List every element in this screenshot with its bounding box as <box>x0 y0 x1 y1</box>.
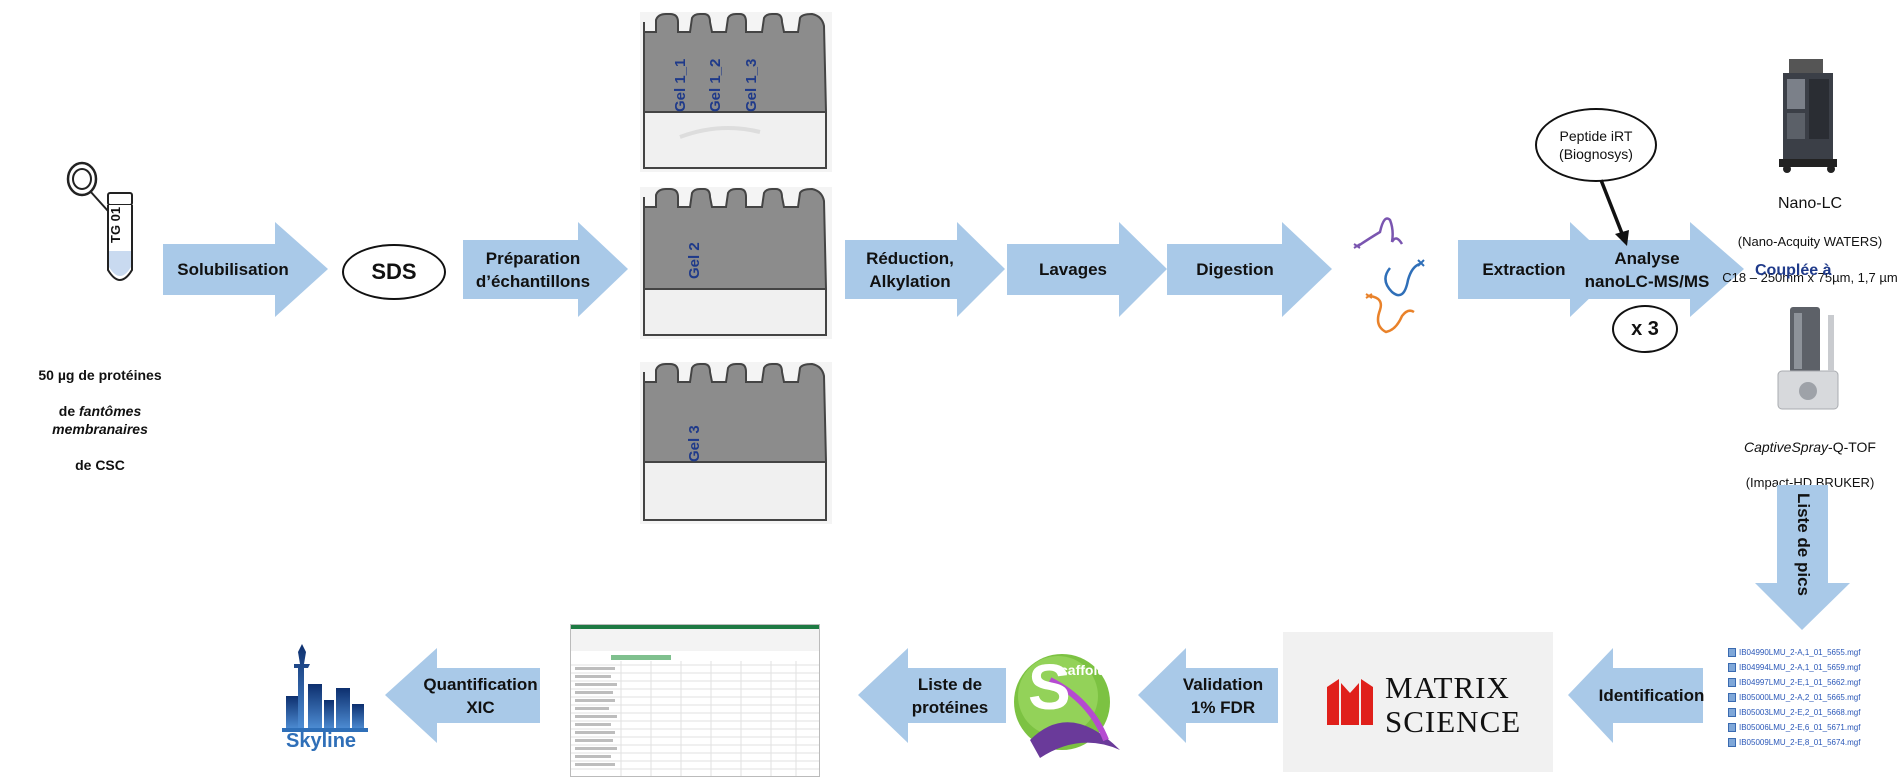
gel-3: Gel 3 <box>640 362 832 524</box>
qtof-instrument <box>1772 305 1844 415</box>
validation-label: Validation 1% FDR <box>1182 674 1264 717</box>
file-icon <box>1728 693 1736 702</box>
sample-caption-line2: de fantômes membranaires <box>10 402 190 438</box>
sample-tube: TG 01 <box>60 155 140 330</box>
peptides-icon <box>1350 208 1440 343</box>
file-icon <box>1728 723 1736 732</box>
arrow-lavages: Lavages <box>1007 222 1167 317</box>
qtof-italic: CaptiveSpray <box>1743 439 1829 455</box>
reduction-label: Réduction, Alkylation <box>866 248 954 291</box>
tube-label: TG 01 <box>108 206 123 243</box>
file-row: IB04994LMU_2-A,1_01_5659.mgf <box>1728 660 1860 675</box>
arrow-liste-proteines: Liste de protéines <box>858 648 1006 743</box>
identification-label: Identification <box>1598 686 1705 705</box>
nanolc-sub2: C18 – 250mm x 75µm, 1,7 µm <box>1722 270 1898 285</box>
arrow-reduction: Réduction, Alkylation <box>845 222 1005 317</box>
protein-spreadsheet <box>570 624 820 777</box>
arrow-identification: Identification <box>1568 648 1705 743</box>
qtof-rest: -Q-TOF <box>1828 439 1876 455</box>
gel-1-2-label: Gel 1_2 <box>707 58 724 112</box>
qtof-title: CaptiveSpray-Q-TOF <box>1720 438 1900 456</box>
arrow-analyse: Analyse nanoLC-MS/MS <box>1572 222 1744 317</box>
solubilisation-label: Solubilisation <box>177 260 289 279</box>
gel-1-1-label: Gel 1_1 <box>672 58 689 112</box>
preparation-label: Préparation d’échantillons <box>475 248 591 291</box>
couplee-label: Couplée à <box>1755 262 1832 279</box>
matrix-line1: MATRIX <box>1385 670 1510 705</box>
file-row: IB05003LMU_2-E,2_01_5668.mgf <box>1728 705 1860 720</box>
file-row: IB05009LMU_2-E,8_01_5674.mgf <box>1728 735 1860 750</box>
nanolc-sub1: (Nano-Acquity WATERS) <box>1737 234 1883 249</box>
file-icon <box>1728 648 1736 657</box>
file-icon <box>1728 738 1736 747</box>
matrix-science-logo: MATRIX SCIENCE <box>1283 632 1553 772</box>
digestion-label: Digestion <box>1196 260 1274 279</box>
x3-label: x 3 <box>1631 317 1659 340</box>
file-name: IB05006LMU_2-E,6_01_5671.mgf <box>1739 723 1861 732</box>
mgf-file-list: IB04990LMU_2-A,1_01_5655.mgf IB04994LMU_… <box>1728 645 1860 750</box>
scaffold-initial: S <box>1028 651 1071 723</box>
skyline-logo: Skyline <box>280 640 370 755</box>
scaffold-logo: S caffold <box>1010 640 1130 770</box>
file-name: IB05000LMU_2-A,2_01_5665.mgf <box>1739 693 1861 702</box>
file-name: IB04990LMU_2-A,1_01_5655.mgf <box>1739 648 1861 657</box>
nanolc-instrument <box>1775 55 1845 175</box>
irt-down-arrow <box>1595 178 1635 248</box>
matrix-line2: SCIENCE <box>1385 704 1522 739</box>
file-row: IB05006LMU_2-E,6_01_5671.mgf <box>1728 720 1860 735</box>
arrow-liste-pics: Liste de pics <box>1755 485 1850 630</box>
arrow-solubilisation: Solubilisation <box>163 222 328 317</box>
file-name: IB05009LMU_2-E,8_01_5674.mgf <box>1739 738 1861 747</box>
gel-1-3-label: Gel 1_3 <box>743 58 760 112</box>
scaffold-text: caffold <box>1060 662 1106 678</box>
nanolc-title: Nano-LC <box>1777 195 1843 212</box>
file-name: IB05003LMU_2-E,2_01_5668.mgf <box>1739 708 1861 717</box>
liste-pics-label: Liste de pics <box>1794 493 1813 596</box>
file-row: IB05000LMU_2-A,2_01_5665.mgf <box>1728 690 1860 705</box>
quantification-label: Quantification XIC <box>423 674 538 717</box>
gel-2-label: Gel 2 <box>686 242 703 279</box>
gel-3-label: Gel 3 <box>686 425 703 462</box>
sds-label: SDS <box>371 259 417 284</box>
arrow-digestion: Digestion <box>1167 222 1332 317</box>
file-name: IB04997LMU_2-E,1_01_5662.mgf <box>1739 678 1861 687</box>
lavages-label: Lavages <box>1038 260 1108 279</box>
file-icon <box>1728 663 1736 672</box>
nanolc-caption: Nano-LC (Nano-Acquity WATERS) C18 – 250m… <box>1720 175 1900 305</box>
skyline-text: Skyline <box>286 730 357 752</box>
gel-1: Gel 1_1 Gel 1_2 Gel 1_3 <box>640 12 832 172</box>
file-name: IB04994LMU_2-A,1_01_5659.mgf <box>1739 663 1861 672</box>
gel-2: Gel 2 <box>640 187 832 339</box>
file-row: IB04997LMU_2-E,1_01_5662.mgf <box>1728 675 1860 690</box>
liste-proteines-label: Liste de protéines <box>911 674 989 717</box>
sample-caption-line1: 50 µg de protéines <box>38 367 162 383</box>
x3-ellipse: x 3 <box>1612 305 1678 353</box>
arrow-quantification: Quantification XIC <box>385 648 540 743</box>
file-icon <box>1728 678 1736 687</box>
sample-caption-line3: de CSC <box>75 457 125 473</box>
extraction-label: Extraction <box>1482 260 1566 279</box>
arrow-preparation: Préparation d’échantillons <box>463 222 628 317</box>
sample-caption: 50 µg de protéines de fantômes membranai… <box>10 348 190 492</box>
arrow-validation: Validation 1% FDR <box>1138 648 1278 743</box>
peptide-irt-ellipse: Peptide iRT (Biognosys) <box>1535 108 1657 182</box>
analyse-label: Analyse nanoLC-MS/MS <box>1584 248 1710 291</box>
sds-ellipse: SDS <box>342 244 446 300</box>
sample-caption-prefix: de <box>58 403 79 419</box>
file-icon <box>1728 708 1736 717</box>
peptide-irt-label: Peptide iRT (Biognosys) <box>1559 128 1633 162</box>
sample-caption-italic: fantômes membranaires <box>52 403 148 437</box>
file-row: IB04990LMU_2-A,1_01_5655.mgf <box>1728 645 1860 660</box>
